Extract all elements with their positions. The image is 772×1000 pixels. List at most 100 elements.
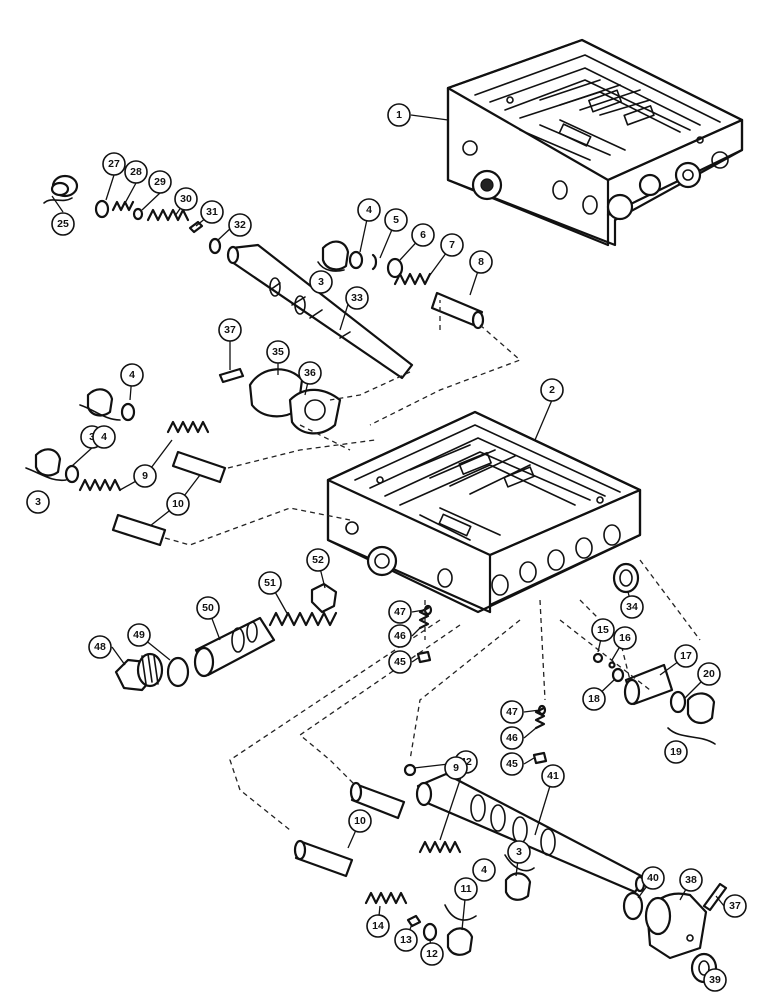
callout-20: 20: [697, 662, 721, 686]
callout-9-left: 9: [133, 464, 157, 488]
callout-18: 18: [582, 687, 606, 711]
callout-label: 35: [272, 346, 284, 358]
callout-label: 18: [588, 693, 600, 705]
callout-10-left: 10: [166, 492, 190, 516]
callout-label: 2: [549, 384, 555, 396]
callout-37-lower: 37: [723, 894, 747, 918]
callout-27: 27: [102, 152, 126, 176]
callout-4-left-b: 4: [92, 425, 116, 449]
callout-34: 34: [620, 595, 644, 619]
callout-label: 45: [506, 758, 518, 770]
callout-4-upper: 4: [357, 198, 381, 222]
callout-6: 6: [411, 223, 435, 247]
callout-label: 40: [647, 872, 659, 884]
callout-label: 48: [94, 641, 106, 653]
assembly-lines: [164, 300, 701, 831]
callout-label: 17: [680, 650, 692, 662]
callout-label: 46: [506, 732, 518, 744]
callout-label: 14: [372, 920, 384, 932]
callout-45-a: 45: [388, 650, 412, 674]
callout-33: 33: [345, 286, 369, 310]
spool-33: [226, 243, 414, 380]
callout-3-lower: 3: [507, 840, 531, 864]
callout-35: 35: [266, 340, 290, 364]
callout-label: 46: [394, 630, 406, 642]
callout-3-upper: 3: [309, 270, 333, 294]
o-ring-18: [611, 667, 625, 683]
spring-46-a: [418, 606, 430, 630]
callout-label: 7: [449, 239, 455, 251]
o-ring-4-left-b: [64, 464, 80, 484]
callout-16: 16: [613, 626, 637, 650]
callout-25: 25: [51, 212, 75, 236]
spring-7: [393, 272, 432, 286]
washer-6: [386, 257, 404, 279]
callout-label: 45: [394, 656, 406, 668]
spring-9-left-a: [166, 420, 210, 434]
callout-label: 50: [202, 602, 214, 614]
cover-38: [644, 892, 708, 960]
callout-label: 31: [206, 206, 218, 218]
bracket-3-b: [25, 467, 67, 482]
callout-label: 25: [57, 218, 69, 230]
valve-body-lower: [326, 410, 642, 614]
valve-body-upper: [446, 38, 744, 247]
callouts: 1 2 25 27 28 29 30 31 32 4 5 6 7 8 3 33 …: [26, 103, 747, 992]
spring-9-lower: [418, 840, 462, 854]
callout-15: 15: [591, 618, 615, 642]
ball-42: [403, 763, 417, 777]
ring-32: [208, 237, 222, 255]
o-ring-27: [94, 199, 110, 219]
screw-37-lower: [702, 882, 728, 912]
callout-4-left-a: 4: [120, 363, 144, 387]
callout-label: 47: [506, 706, 518, 718]
callout-label: 3: [35, 496, 41, 508]
callout-50: 50: [196, 596, 220, 620]
callout-17: 17: [674, 644, 698, 668]
callout-label: 10: [354, 815, 366, 827]
callout-9-lower: 9: [444, 756, 468, 780]
callout-label: 1: [396, 109, 402, 121]
callout-28: 28: [124, 160, 148, 184]
callout-label: 51: [264, 577, 276, 589]
callout-label: 28: [130, 166, 142, 178]
spring-30: [146, 208, 190, 222]
callout-label: 5: [393, 214, 399, 226]
callout-label: 52: [312, 554, 324, 566]
callout-label: 47: [394, 606, 406, 618]
seat-45-a: [416, 650, 432, 664]
callout-46-a: 46: [388, 624, 412, 648]
spring-14: [364, 891, 408, 905]
callout-52: 52: [306, 548, 330, 572]
o-ring-4-left-a: [120, 402, 136, 422]
o-ring-49: [166, 656, 190, 688]
ring-5: [371, 253, 378, 271]
plug-19: [686, 692, 716, 724]
piston-50: [193, 616, 276, 678]
callout-label: 12: [426, 948, 438, 960]
plug-11: [446, 927, 474, 956]
spring-9-left-b: [78, 478, 122, 492]
callout-5: 5: [384, 208, 408, 232]
callout-48: 48: [88, 635, 112, 659]
callout-label: 37: [729, 900, 741, 912]
callout-51: 51: [258, 571, 282, 595]
callout-label: 34: [626, 601, 638, 613]
gasket-36: [288, 388, 342, 435]
callout-29: 29: [148, 170, 172, 194]
cap-52: [310, 582, 338, 614]
callout-label: 37: [224, 324, 236, 336]
plug-3-left-a: [86, 388, 114, 417]
callout-label: 11: [460, 883, 471, 895]
pin-31: [188, 220, 204, 234]
ball-15: [592, 652, 604, 664]
callout-label: 30: [180, 193, 192, 205]
callout-8: 8: [469, 250, 493, 274]
bracket-3-a: [79, 404, 121, 421]
callout-label: 13: [400, 934, 412, 946]
o-ring-4-upper: [348, 250, 364, 270]
callout-label: 8: [478, 256, 484, 268]
callout-label: 4: [481, 864, 487, 876]
o-ring-20: [669, 690, 687, 714]
